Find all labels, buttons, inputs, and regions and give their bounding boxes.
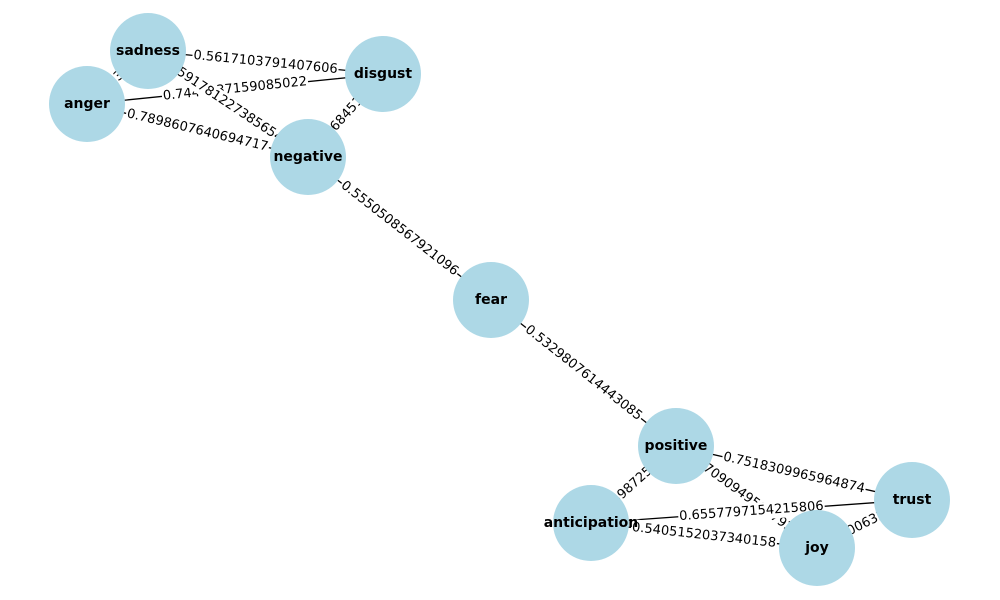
node-circle — [110, 13, 186, 89]
node-label: anger — [64, 96, 110, 112]
edge-label-background — [191, 46, 340, 79]
node-label: positive — [645, 438, 708, 454]
node-anticipation: anticipation — [544, 485, 639, 561]
node-negative: negative — [270, 119, 346, 195]
node-fear: fear — [453, 262, 529, 338]
edge-label-background — [161, 73, 309, 105]
edge-label-sadness-disgust: 0.5617103791407606 — [191, 46, 340, 79]
node-label: anticipation — [544, 515, 639, 531]
edge-weight-label: 0.5329807614443085 — [522, 322, 645, 423]
node-label: negative — [273, 149, 342, 165]
edge-label-background — [677, 497, 826, 526]
edge-label-background — [720, 448, 868, 498]
node-label: sadness — [116, 43, 180, 59]
node-joy: joy — [779, 510, 855, 586]
node-circle — [49, 66, 125, 142]
node-trust: trust — [874, 462, 950, 538]
node-label: joy — [804, 540, 829, 556]
edge-label-background — [520, 320, 647, 426]
edge-label-negative-fear: 0.5550508567921096 — [336, 176, 463, 281]
edge-weight-label: 0.5617103791407606 — [193, 48, 339, 77]
edge-label-background — [336, 176, 463, 281]
node-circle — [779, 510, 855, 586]
edge-weight-label: 0.5405152037340158 — [631, 520, 777, 551]
node-circle — [553, 485, 629, 561]
node-disgust: disgust — [345, 36, 421, 112]
node-positive: positive — [638, 408, 714, 484]
node-sadness: sadness — [110, 13, 186, 89]
node-circle — [638, 408, 714, 484]
node-circle — [453, 262, 529, 338]
node-circle — [345, 36, 421, 112]
node-label: fear — [475, 292, 507, 308]
edge-label-background — [682, 447, 811, 547]
nodes-layer: sadness disgust anger negative fear positive t… — [49, 13, 950, 586]
edge-label-background — [162, 56, 294, 152]
edge-label-background — [630, 518, 778, 553]
node-anger: anger — [49, 66, 125, 142]
node-circle — [874, 462, 950, 538]
edge-label-background — [124, 105, 271, 156]
edge-label-fear-positive: 0.5329807614443085 — [520, 320, 647, 426]
node-circle — [270, 119, 346, 195]
node-label: disgust — [354, 66, 412, 82]
edge-weight-label: 0.5550508567921096 — [338, 178, 461, 279]
edge-label-anticipation-joy: 0.5405152037340158 — [630, 518, 778, 553]
node-label: trust — [893, 492, 932, 508]
